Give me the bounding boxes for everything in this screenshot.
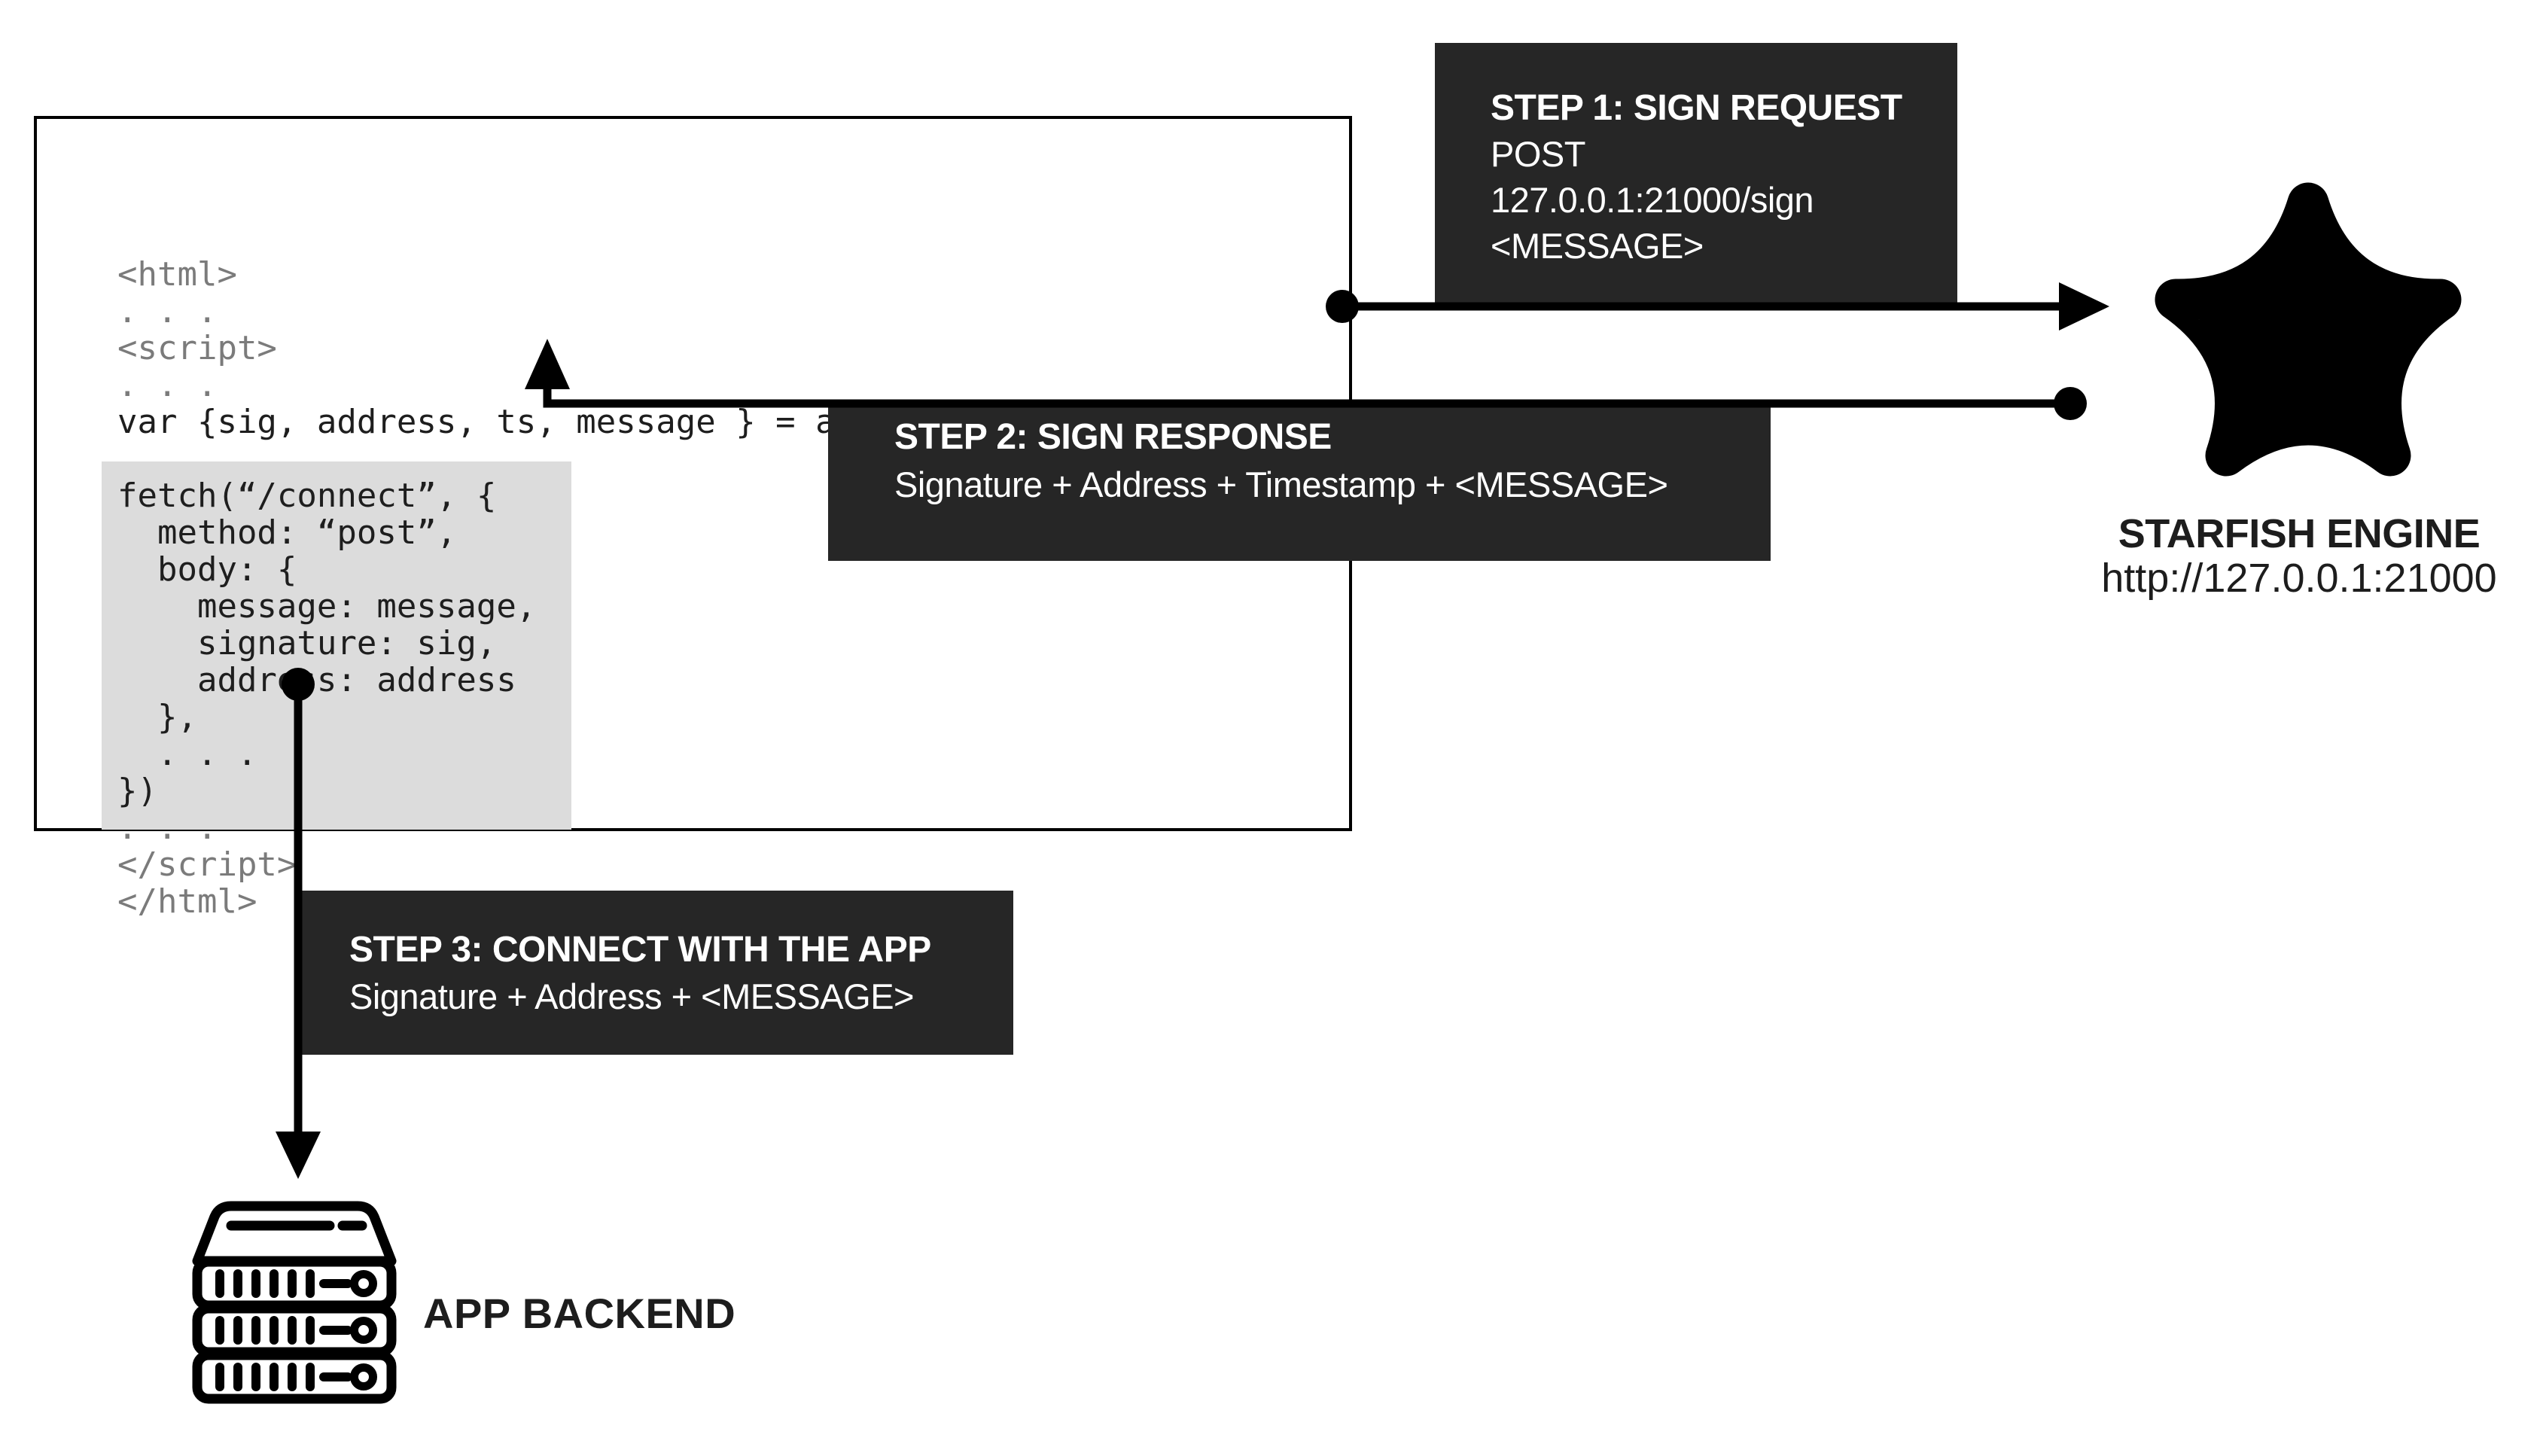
- step3-title: STEP 3: CONNECT WITH THE APP: [349, 930, 931, 970]
- step2-title: STEP 2: SIGN RESPONSE: [894, 417, 1332, 457]
- step2-sign-response-callout: STEP 2: SIGN RESPONSE Signature + Addres…: [828, 401, 1771, 561]
- code-line: method: “post”,: [117, 513, 457, 552]
- starfish-engine-url: http://127.0.0.1:21000: [2101, 556, 2497, 601]
- code-line: message: message,: [117, 587, 537, 626]
- code-line: </html>: [117, 882, 257, 921]
- code-line-fetch: fetch(“/connect”, {: [117, 477, 497, 515]
- code-line: </script>: [117, 845, 297, 884]
- step1-line: 127.0.0.1:21000/sign: [1491, 180, 1814, 220]
- code-line: body: {: [117, 550, 297, 589]
- code-line: },: [117, 698, 197, 736]
- step2-body: Signature + Address + Timestamp + <MESSA…: [894, 465, 1668, 504]
- code-line: . . .: [117, 809, 218, 847]
- code-line: <html>: [117, 255, 237, 294]
- server-stack-icon: [192, 1201, 397, 1404]
- code-line: . . .: [117, 292, 218, 330]
- step3-connect-callout: STEP 3: CONNECT WITH THE APP Signature +…: [301, 891, 1013, 1055]
- code-line: }): [117, 772, 157, 810]
- step1-line: POST: [1491, 134, 1585, 174]
- step1-title: STEP 1: SIGN REQUEST: [1491, 88, 1902, 128]
- code-line: . . .: [117, 366, 218, 404]
- starfish-icon: [2155, 182, 2462, 477]
- step3-body: Signature + Address + <MESSAGE>: [349, 976, 915, 1016]
- code-line: signature: sig,: [117, 624, 497, 663]
- code-snippet: <html> . . . <script> . . . var {sig, ad…: [117, 256, 1374, 920]
- step1-line: <MESSAGE>: [1491, 226, 1704, 266]
- code-highlight-block: [102, 461, 571, 830]
- code-line: <script>: [117, 329, 277, 367]
- code-line: . . .: [117, 735, 257, 773]
- code-line: address: address: [117, 661, 516, 699]
- starfish-engine-label: STARFISH ENGINE: [2118, 511, 2481, 556]
- app-backend-label: APP BACKEND: [423, 1290, 736, 1337]
- step1-sign-request-callout: STEP 1: SIGN REQUEST POST 127.0.0.1:2100…: [1435, 43, 1957, 310]
